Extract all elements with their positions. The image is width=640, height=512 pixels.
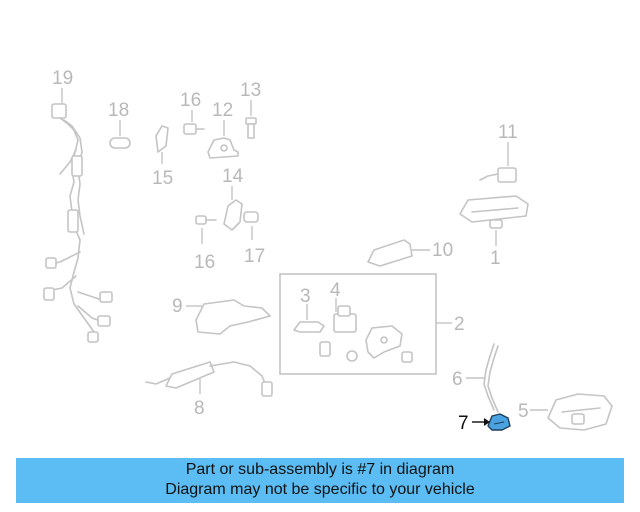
reinforcement-part-10 bbox=[367, 239, 430, 267]
callout-16-bottom: 16 bbox=[194, 252, 215, 273]
grommet-part-17 bbox=[243, 211, 259, 240]
hinge-part-12 bbox=[207, 120, 239, 159]
callout-11: 11 bbox=[498, 122, 518, 143]
lock-assembly-part-2 bbox=[279, 273, 452, 375]
callout-4: 4 bbox=[330, 280, 341, 301]
callout-5: 5 bbox=[518, 401, 529, 422]
callout-9: 9 bbox=[172, 296, 183, 317]
callout-13: 13 bbox=[240, 80, 261, 101]
info-banner: Part or sub-assembly is #7 in diagram Di… bbox=[16, 458, 624, 503]
bolt-part-13 bbox=[245, 100, 257, 139]
pin-part-18 bbox=[109, 120, 131, 149]
screw-part-16-top bbox=[183, 110, 205, 135]
switch-part-11 bbox=[479, 142, 517, 183]
bracket-part-9 bbox=[186, 299, 271, 335]
callout-2: 2 bbox=[454, 314, 465, 335]
callout-3: 3 bbox=[300, 286, 311, 307]
handle-part-1 bbox=[459, 195, 529, 246]
callout-19: 19 bbox=[52, 68, 73, 89]
parts-diagram: 19 18 16 15 12 13 14 16 bbox=[43, 68, 613, 434]
callout-18: 18 bbox=[108, 100, 129, 121]
callout-8: 8 bbox=[194, 398, 205, 419]
wiring-harness-part-19 bbox=[43, 88, 113, 343]
rod-part-6 bbox=[466, 343, 499, 413]
callout-16-top: 16 bbox=[180, 90, 201, 111]
callout-17: 17 bbox=[244, 246, 265, 267]
housing-part-5 bbox=[530, 393, 613, 431]
banner-line-2: Diagram may not be specific to your vehi… bbox=[165, 481, 475, 498]
callout-7: 7 bbox=[458, 413, 469, 434]
cable-part-8 bbox=[145, 361, 273, 397]
callout-6: 6 bbox=[452, 369, 463, 390]
banner-line-1: Part or sub-assembly is #7 in diagram bbox=[185, 461, 455, 478]
callout-12: 12 bbox=[212, 100, 233, 121]
latch-plate-part-14 bbox=[223, 186, 243, 231]
clip-part-7-highlighted bbox=[472, 413, 511, 431]
screw-part-16-bottom bbox=[195, 215, 217, 244]
callout-14: 14 bbox=[222, 166, 244, 187]
callout-10: 10 bbox=[432, 240, 453, 261]
callout-1: 1 bbox=[490, 248, 501, 269]
callout-15: 15 bbox=[152, 168, 173, 189]
bracket-part-15 bbox=[155, 125, 169, 164]
